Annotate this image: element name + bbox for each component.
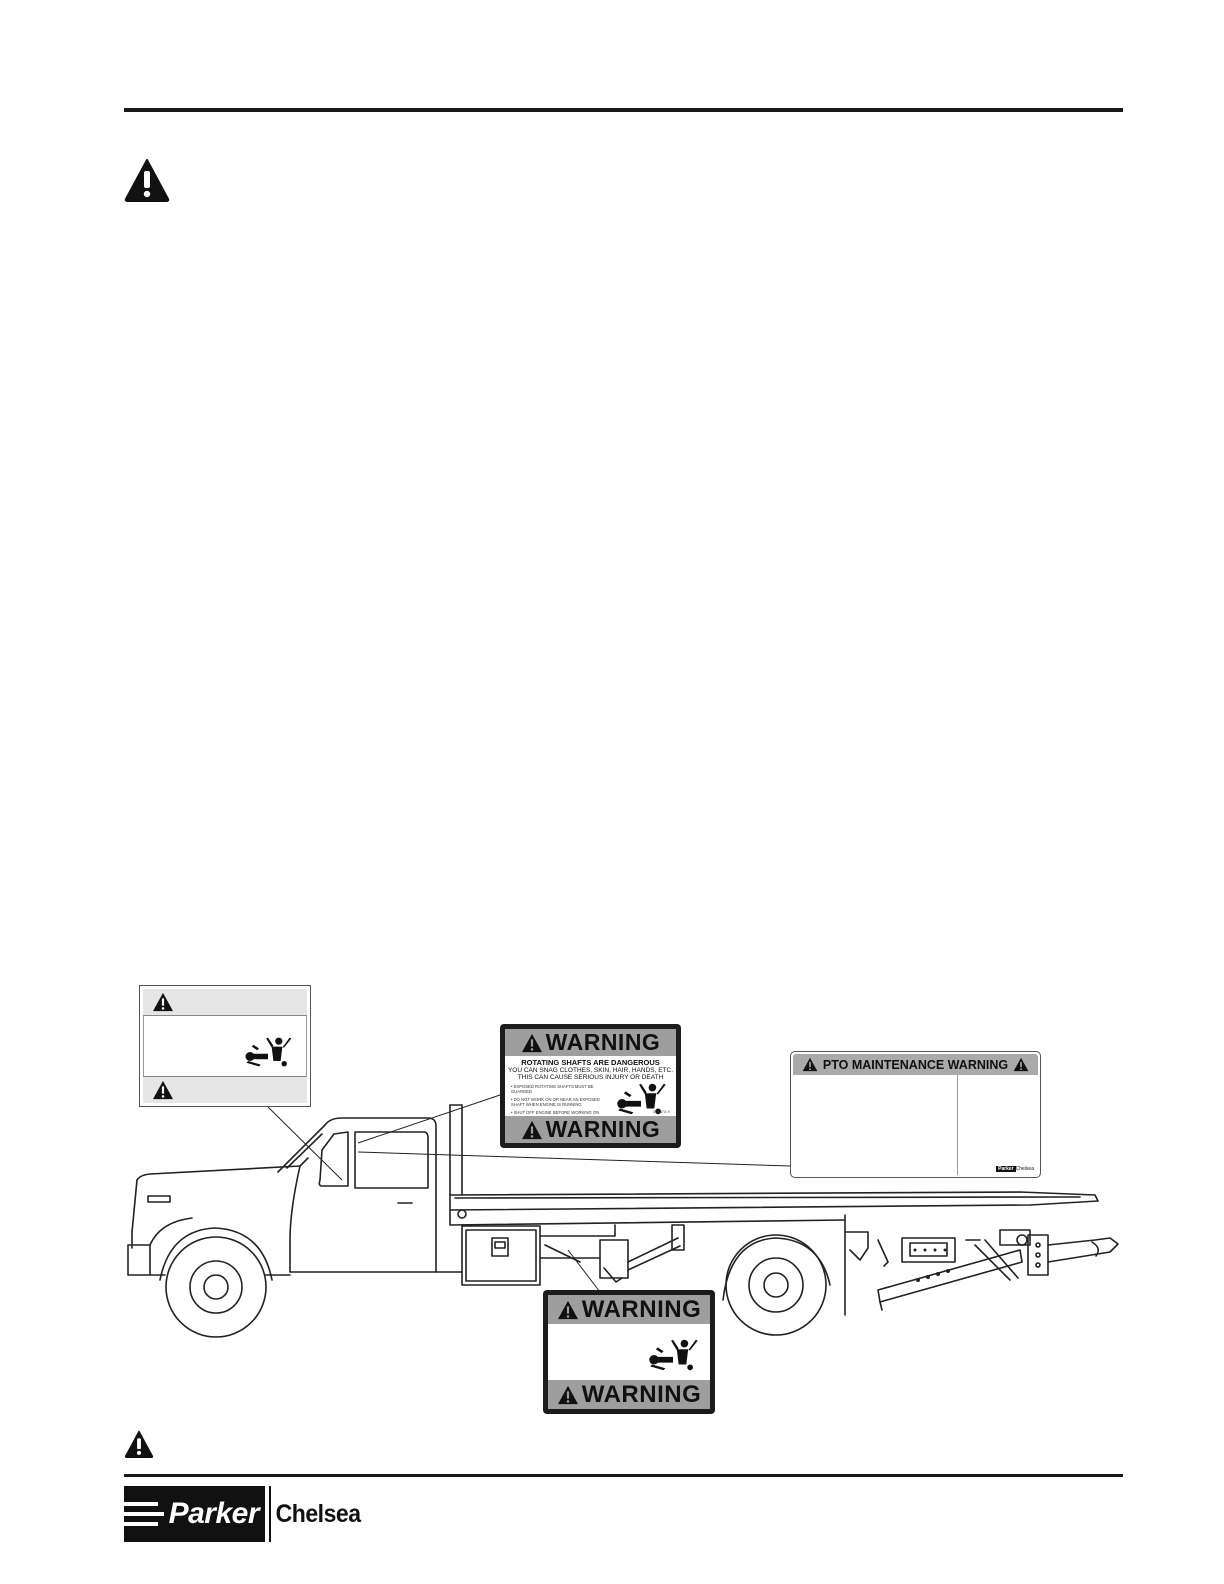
logo-parker: Parker: [996, 1166, 1016, 1172]
cab-warning-decal: [139, 985, 311, 1107]
logo-stripe: [124, 1512, 164, 1516]
parker-chelsea-footer-logo: Parker Chelsea: [124, 1486, 368, 1542]
decal-body: [548, 1324, 710, 1380]
decal-header-bar: PTO MAINTENANCE WARNING: [793, 1054, 1038, 1075]
decal-body: ROTATING SHAFTS ARE DANGEROUS YOU CAN SN…: [505, 1056, 676, 1133]
decal-column-divider: [957, 1075, 958, 1175]
warning-triangle-icon: [521, 1033, 542, 1052]
decal-bullet: • DO NOT WORK ON OR NEAR AN EXPOSED SHAF…: [511, 1097, 600, 1107]
warning-triangle-icon: [153, 1080, 173, 1100]
subframe-warning-decal: WARNING WARNING: [543, 1290, 715, 1414]
logo-chelsea: Chelsea: [1015, 1166, 1034, 1172]
decal-header-band: WARNING: [548, 1295, 710, 1324]
warning-triangle-icon: [1013, 1057, 1029, 1072]
division-name: Chelsea: [275, 1499, 361, 1528]
parker-logo: Parker: [124, 1486, 265, 1542]
decal-footer-text: WARNING: [581, 1380, 702, 1408]
warning-triangle-icon: [557, 1385, 578, 1404]
decal-subline: YOU CAN SNAG CLOTHES, SKIN, HAIR, HANDS,…: [507, 1067, 674, 1081]
decal-title: PTO MAINTENANCE WARNING: [822, 1057, 1009, 1072]
logo-stripe: [124, 1502, 158, 1506]
warning-triangle-icon: [802, 1057, 818, 1072]
decal-divider: [143, 1076, 307, 1077]
entanglement-hazard-pictogram: [245, 1037, 292, 1067]
parker-chelsea-logo: Parker Chelsea: [996, 1166, 1034, 1172]
header-rule: [124, 108, 1123, 112]
decal-footer-band: WARNING: [505, 1116, 676, 1143]
decal-header-band: WARNING: [505, 1029, 676, 1056]
warning-triangle-icon: [124, 159, 170, 202]
logo-stripe: [124, 1522, 158, 1526]
brand-name: Parker: [168, 1497, 260, 1530]
warning-triangle-icon: [124, 1430, 154, 1458]
decal-bullet: • EXPOSED ROTATING SHAFTS MUST BE GUARDE…: [511, 1084, 594, 1094]
decal-footer-bar: [143, 1077, 307, 1103]
decal-part-number: 379373 X: [652, 1109, 670, 1114]
rotating-shaft-warning-decal: WARNING ROTATING SHAFTS ARE DANGEROUS YO…: [500, 1024, 681, 1148]
logo-divider: [269, 1486, 271, 1542]
warning-triangle-icon: [153, 992, 173, 1012]
warning-triangle-icon: [521, 1120, 542, 1139]
pto-maintenance-warning-decal: PTO MAINTENANCE WARNING Parker Chelsea: [790, 1051, 1041, 1178]
entanglement-hazard-pictogram: [617, 1083, 666, 1115]
decal-header-text: WARNING: [545, 1029, 661, 1055]
decal-footer-band: WARNING: [548, 1380, 710, 1409]
decal-headline: ROTATING SHAFTS ARE DANGEROUS: [521, 1058, 660, 1067]
decal-divider: [143, 1015, 307, 1016]
decal-header-text: WARNING: [581, 1295, 702, 1323]
decal-footer-text: WARNING: [545, 1116, 661, 1142]
warning-triangle-icon: [557, 1300, 578, 1319]
decal-header-bar: [143, 989, 307, 1015]
entanglement-hazard-pictogram: [649, 1339, 698, 1371]
footer-rule: [124, 1474, 1123, 1477]
